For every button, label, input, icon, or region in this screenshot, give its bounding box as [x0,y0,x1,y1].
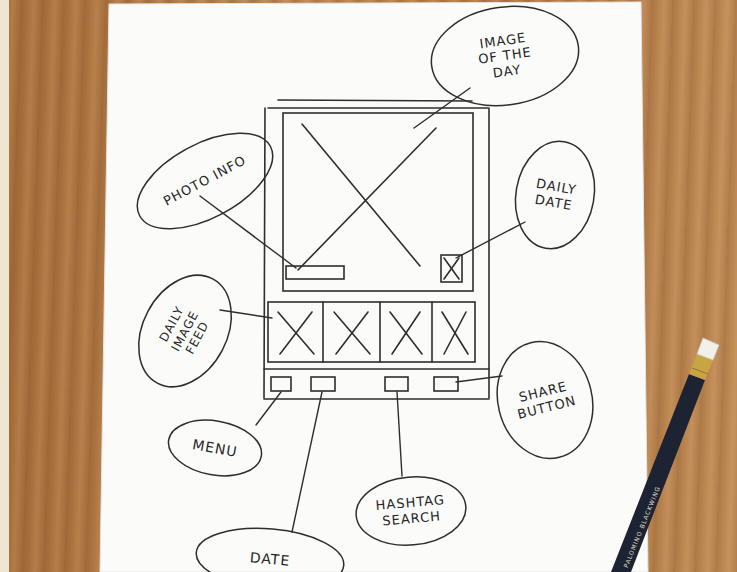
callout-text: DAILY DATE [525,175,585,215]
callout-text: MENU [179,434,251,463]
wireframe [264,100,489,399]
leader-lines [200,88,525,532]
callout-ellipse: DATE [193,522,348,572]
paper-sheet [100,2,648,572]
callout-ellipse: IMAGE OF THE DAY [424,0,586,116]
callout-ellipse: DAILY DATE [506,134,604,256]
callout-ellipse: SHARE BUTTON [484,330,606,470]
callout-ellipse: HASHTAG SEARCH [352,471,470,550]
background-strip [0,0,9,572]
callout-ellipse: DAILY IMAGE FEED [119,258,251,404]
callout-text: DATE [219,546,320,571]
callout-text: SHARE BUTTON [511,377,579,422]
callout-ellipse: PHOTO INFO [121,112,289,250]
callout-text: DAILY IMAGE FEED [147,286,223,377]
pencil [611,338,719,572]
callout-text: HASHTAG SEARCH [367,492,455,531]
callout-ellipse: MENU [163,412,267,484]
callout-text: PHOTO INFO [153,148,257,213]
callout-text: IMAGE OF THE DAY [467,28,543,84]
